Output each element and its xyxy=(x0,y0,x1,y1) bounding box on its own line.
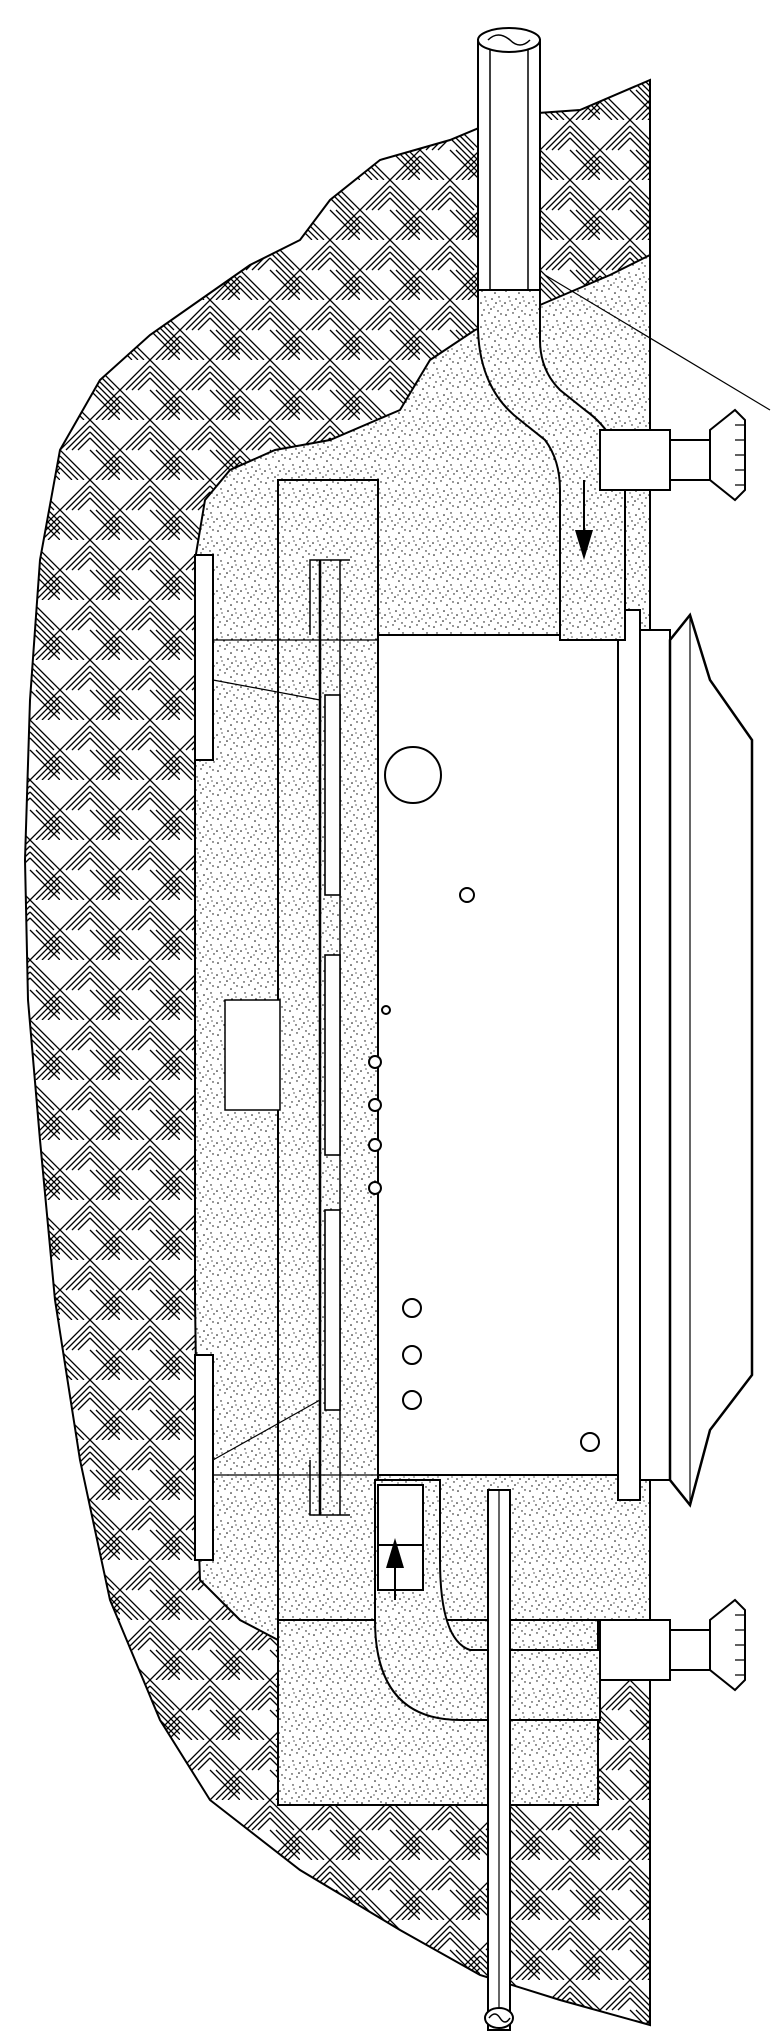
fastener-holes xyxy=(368,887,600,1452)
niche-rim-inner xyxy=(639,629,671,1481)
supply-pipe-bottom xyxy=(374,1479,601,2031)
form-board-top xyxy=(194,554,214,761)
flow-arrow-up xyxy=(386,1538,404,1600)
brace-bottom xyxy=(212,1399,321,1461)
leader-line xyxy=(544,274,771,411)
anchor-plate-2 xyxy=(324,954,341,1156)
supply-pipe-top xyxy=(477,27,626,641)
anchor-plate-1 xyxy=(324,694,341,896)
brace-top xyxy=(212,679,321,701)
form-board-mid xyxy=(224,999,281,1111)
conduit-opening xyxy=(384,746,442,804)
coupling-bottom-1 xyxy=(377,1484,424,1546)
lens-ring xyxy=(668,612,754,1508)
niche-rim-flange xyxy=(617,609,641,1501)
flow-arrow-down xyxy=(575,480,593,560)
return-fitting-bottom xyxy=(599,1598,746,1692)
anchor-plate-3 xyxy=(324,1209,341,1411)
return-fitting-top xyxy=(599,408,746,502)
form-board-bottom xyxy=(194,1354,214,1561)
